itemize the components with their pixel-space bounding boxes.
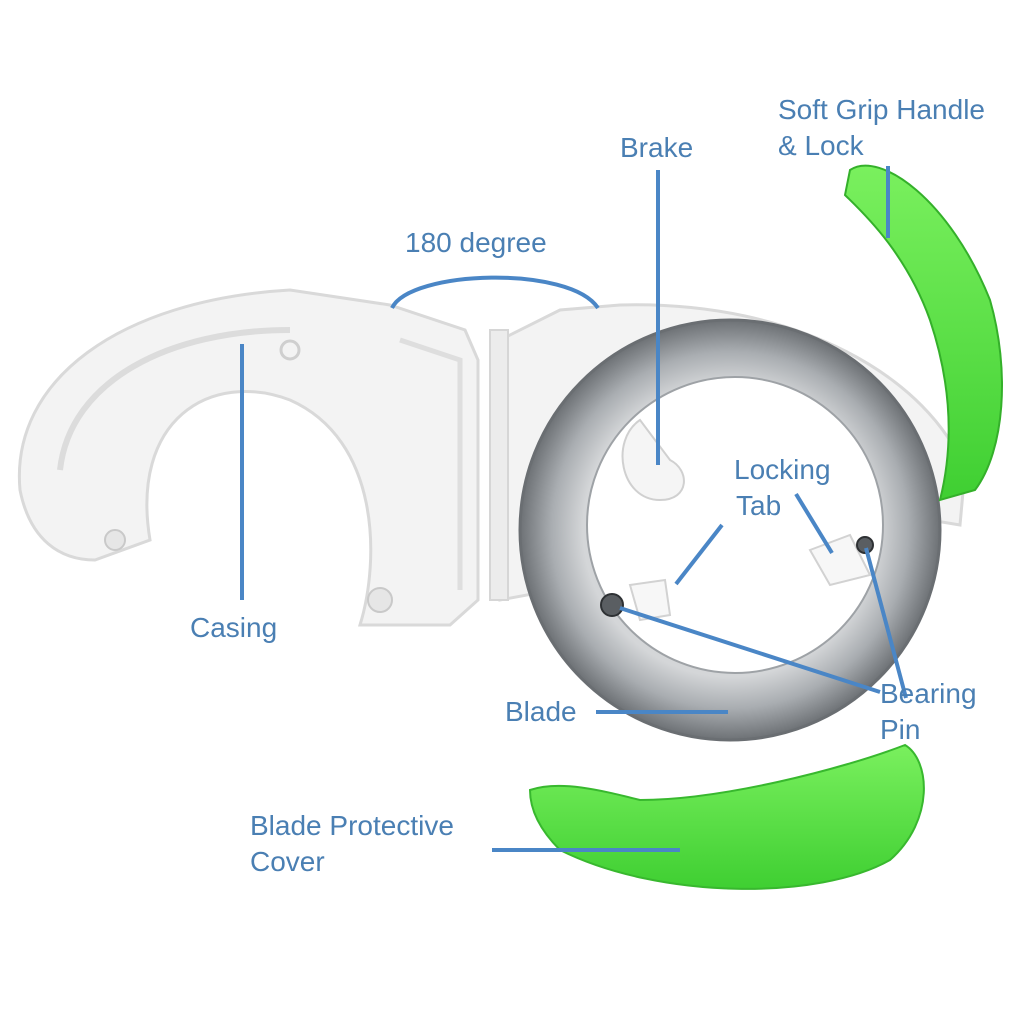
blade-ring <box>518 318 942 742</box>
label-casing: Casing <box>190 612 278 643</box>
bearing-pin-right <box>856 536 874 554</box>
label-cover-line2: Cover <box>250 846 325 877</box>
locking-tab-left <box>628 578 672 622</box>
leader-degree <box>390 275 600 310</box>
leader-bearing-right <box>864 547 908 699</box>
bearing-pin-left <box>600 593 624 617</box>
leader-bearing-left <box>619 606 881 694</box>
blade-protective-cover <box>528 743 925 890</box>
label-bearing-line2: Pin <box>880 714 921 745</box>
label-bearing-line1: Bearing <box>880 678 977 709</box>
label-handle-line1: Soft Grip Handle <box>778 94 985 125</box>
soft-grip-handle <box>843 164 1003 502</box>
label-brake: Brake <box>620 132 694 163</box>
label-180-degree: 180 degree <box>405 227 547 258</box>
label-locking-tab: Locking Tab <box>734 452 831 524</box>
locking-tab-right <box>808 533 872 587</box>
label-blade-protective-cover: Blade Protective Cover <box>250 808 454 880</box>
leader-locking-right <box>794 492 834 555</box>
label-soft-grip-handle: Soft Grip Handle & Lock <box>778 92 985 164</box>
label-blade: Blade <box>505 696 577 727</box>
label-locking-line2: Tab <box>736 490 782 521</box>
brake-hook <box>621 418 685 502</box>
leader-lines <box>240 166 908 852</box>
label-handle-line2: & Lock <box>778 130 864 161</box>
label-cover-line1: Blade Protective <box>250 810 454 841</box>
leader-locking-left <box>674 523 724 586</box>
casing-left <box>17 288 480 627</box>
label-bearing-pin: Bearing Pin <box>880 676 977 748</box>
label-locking-line1: Locking <box>734 454 831 485</box>
